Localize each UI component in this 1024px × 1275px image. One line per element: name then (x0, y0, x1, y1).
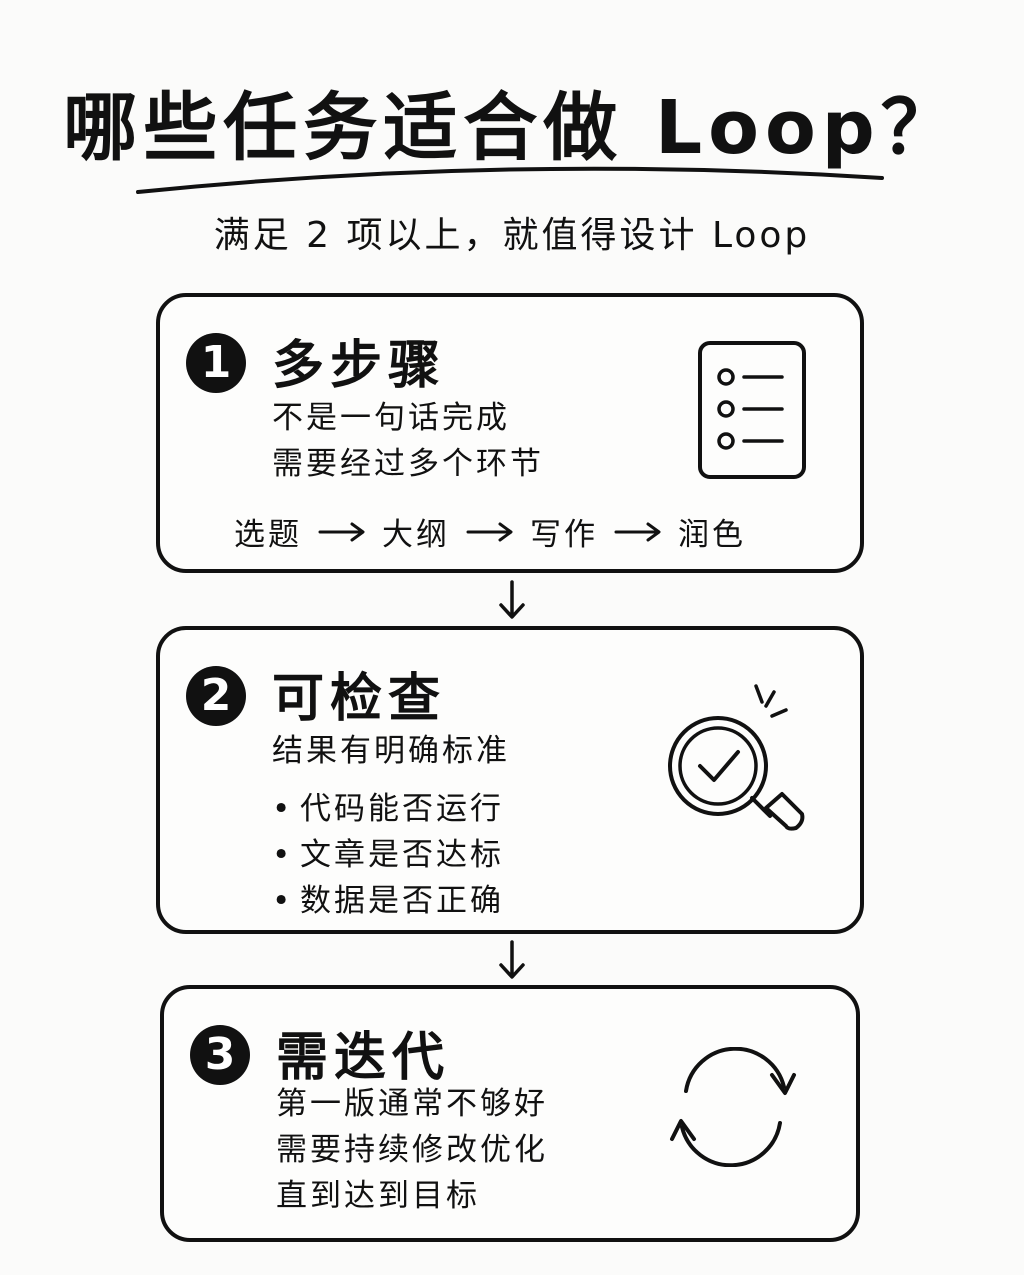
bullet-icon: • (272, 837, 294, 873)
refresh-cycle-icon (670, 1047, 796, 1167)
card-multi-step: 1 多步骤 不是一句话完成 需要经过多个环节 选题 大纲 写作 润色 (156, 293, 864, 573)
flow-step: 润色 (678, 517, 746, 553)
right-arrow-icon (318, 514, 366, 550)
magnifier-check-icon (668, 684, 805, 831)
description-line: 需要经过多个环节 (272, 446, 544, 482)
check-criteria-list: •代码能否运行 •文章是否达标 •数据是否正确 (272, 786, 504, 924)
description-line: 需要持续修改优化 (276, 1132, 548, 1168)
flow-step: 选题 (234, 517, 302, 553)
step-badge-1: 1 (186, 333, 246, 393)
card-title: 需迭代 (276, 1028, 451, 1088)
page-subtitle: 满足 2 项以上，就值得设计 Loop (213, 215, 811, 256)
description-line: 直到达到目标 (276, 1178, 480, 1214)
list-item: •代码能否运行 (272, 786, 504, 832)
card-title: 多步骤 (272, 336, 447, 396)
step-badge-3: 3 (190, 1025, 250, 1085)
right-arrow-icon (614, 514, 662, 550)
card-description: 第一版通常不够好 需要持续修改优化 直到达到目标 (276, 1081, 548, 1219)
page-title: 哪些任务适合做 Loop？ (63, 85, 961, 171)
description-line: 结果有明确标准 (272, 733, 510, 769)
down-arrow-icon (499, 580, 525, 619)
right-arrow-icon (466, 514, 514, 550)
card-checkable: 2 可检查 结果有明确标准 •代码能否运行 •文章是否达标 •数据是否正确 (156, 626, 864, 934)
flow-step: 大纲 (382, 517, 450, 553)
step-badge-2: 2 (186, 666, 246, 726)
card-description: 结果有明确标准 (272, 728, 510, 774)
flow-step: 写作 (530, 517, 598, 553)
bullet-icon: • (272, 791, 294, 827)
step-flow: 选题 大纲 写作 润色 (234, 509, 746, 554)
description-line: 第一版通常不够好 (276, 1086, 548, 1122)
list-item: •文章是否达标 (272, 832, 504, 878)
checklist-icon (698, 341, 806, 479)
bullet-icon: • (272, 883, 294, 919)
card-iterative: 3 需迭代 第一版通常不够好 需要持续修改优化 直到达到目标 (160, 985, 860, 1242)
description-line: 不是一句话完成 (272, 400, 510, 436)
card-description: 不是一句话完成 需要经过多个环节 (272, 395, 544, 487)
down-arrow-icon (499, 940, 525, 979)
list-item: •数据是否正确 (272, 878, 504, 924)
title-underline (136, 166, 884, 194)
card-title: 可检查 (272, 669, 447, 729)
